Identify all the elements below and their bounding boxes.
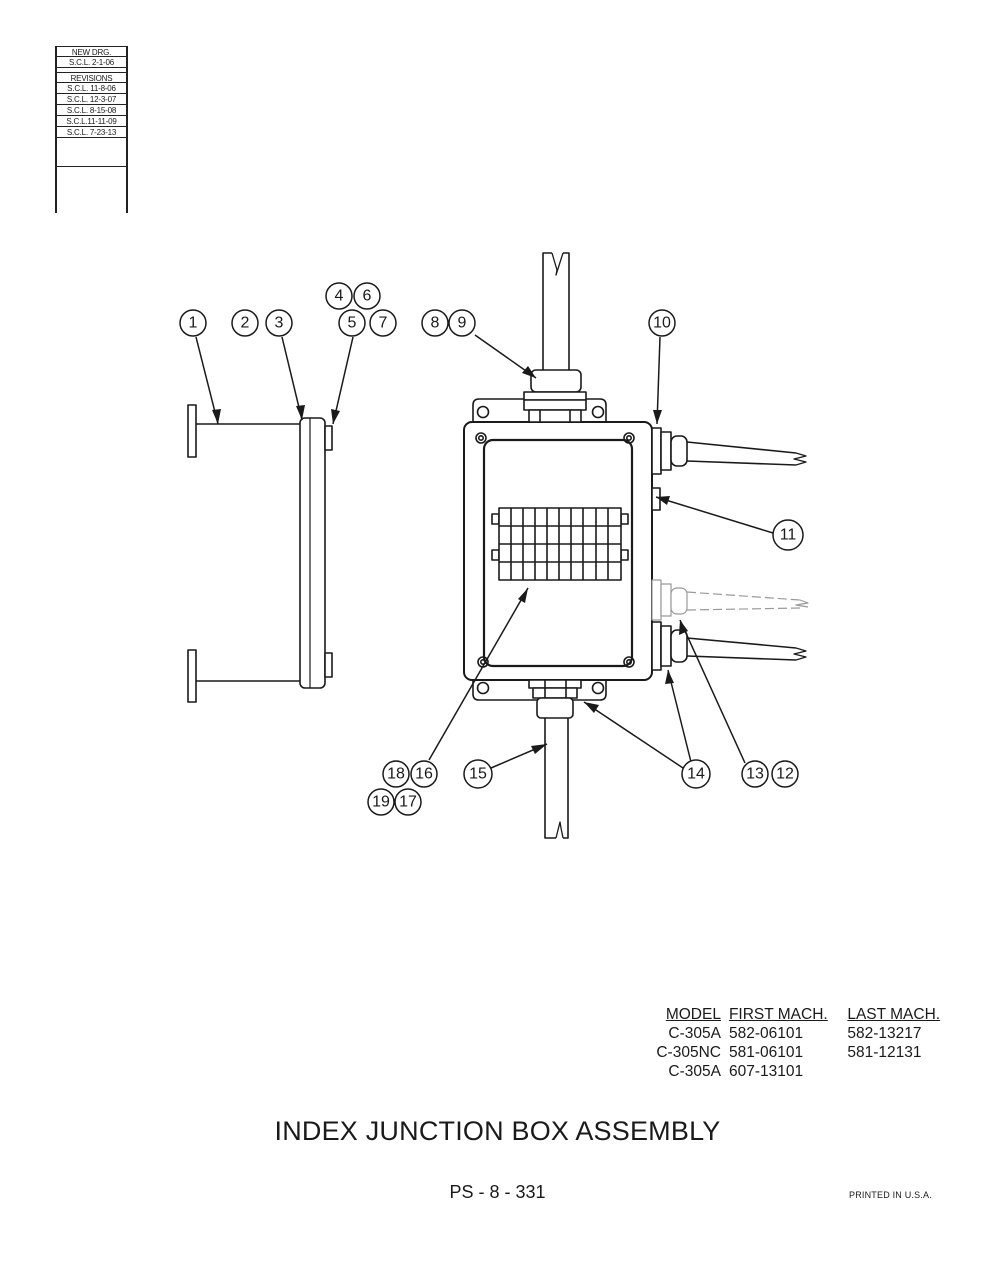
last-mach-cell (847, 1062, 946, 1081)
models-table-header: MODEL FIRST MACH. LAST MACH. (646, 1005, 946, 1024)
model-cell: C-305A (668, 1025, 721, 1042)
last-mach-cell: 582-13217 (847, 1025, 922, 1042)
table-row: C-305A 607-13101 (646, 1062, 946, 1081)
front-view (463, 252, 809, 839)
callout-11: 11 (780, 527, 797, 544)
models-table: MODEL FIRST MACH. LAST MACH. C-305A 582-… (646, 1005, 946, 1081)
callout-balloons (179, 282, 804, 816)
callout-7: 7 (379, 315, 388, 332)
revision-border-left (55, 46, 57, 213)
page-title: INDEX JUNCTION BOX ASSEMBLY (274, 1116, 721, 1146)
callout-6: 6 (363, 288, 372, 305)
model-cell: C-305NC (656, 1044, 721, 1061)
callout-13: 13 (746, 766, 764, 783)
last-mach-cell: 581-12131 (847, 1044, 922, 1061)
revision-divider (55, 166, 128, 167)
arrow-heads (212, 366, 688, 754)
first-mach-cell: 582-06101 (728, 1025, 804, 1042)
first-mach-cell: 607-13101 (728, 1063, 804, 1080)
callout-12: 12 (776, 766, 794, 783)
model-cell: C-305A (668, 1063, 721, 1080)
leader-lines (195, 334, 774, 769)
first-mach-cell: 581-06101 (728, 1044, 804, 1061)
callout-14: 14 (687, 766, 705, 783)
header-model: MODEL (665, 1006, 721, 1023)
callout-10: 10 (653, 315, 671, 332)
table-row: C-305NC 581-06101 581-12131 (646, 1043, 946, 1062)
callout-4: 4 (335, 288, 344, 305)
callout-2: 2 (241, 315, 250, 332)
callout-3: 3 (275, 315, 284, 332)
callout-5: 5 (348, 315, 357, 332)
side-view (187, 404, 333, 703)
callout-1: 1 (189, 315, 198, 332)
page-number: PS - 8 - 331 (449, 1182, 546, 1202)
header-last-mach: LAST MACH. (847, 1006, 941, 1023)
printed-note: PRINTED IN U.S.A. (849, 1190, 932, 1200)
callout-18: 18 (387, 766, 405, 783)
callout-9: 9 (458, 315, 467, 332)
header-first-mach: FIRST MACH. (728, 1006, 828, 1023)
callout-16: 16 (415, 766, 433, 783)
revision-block: NEW DRG. S.C.L. 2-1-06 REVISIONS S.C.L. … (55, 46, 128, 213)
callout-8: 8 (431, 315, 440, 332)
table-row: C-305A 582-06101 582-13217 (646, 1024, 946, 1043)
revision-border-right (126, 46, 128, 213)
callout-15: 15 (469, 766, 487, 783)
callout-17: 17 (399, 794, 417, 811)
callout-19: 19 (372, 794, 390, 811)
